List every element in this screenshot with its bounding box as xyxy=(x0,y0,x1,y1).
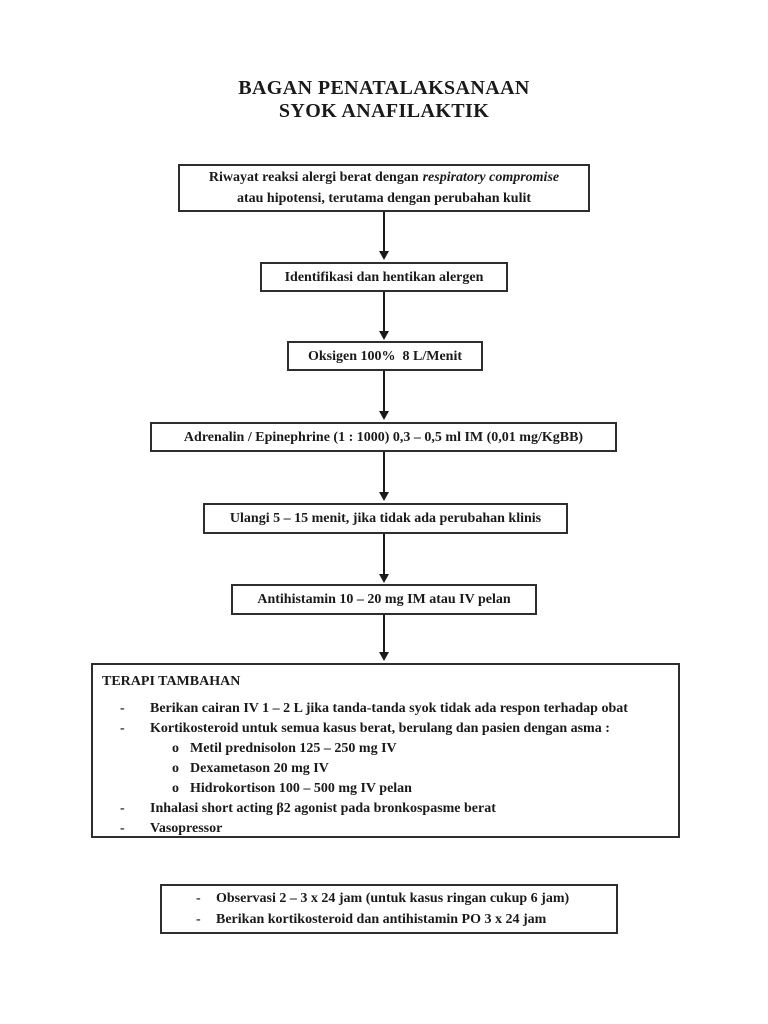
therapy-subitem-methylprednisolone-text: Metil prednisolon 125 – 250 mg IV xyxy=(190,741,397,756)
therapy-item-vasopressor-text: Vasopressor xyxy=(150,821,223,836)
therapy-subitem-dexamethasone: o Dexametason 20 mg IV xyxy=(93,759,678,779)
therapy-subitem-hydrocortisone: o Hidrokortison 100 – 500 mg IV pelan xyxy=(93,779,678,799)
flow-box-antihistamine: Antihistamin 10 – 20 mg IM atau IV pelan xyxy=(231,584,537,615)
therapy-item-vasopressor: - Vasopressor xyxy=(93,819,678,839)
page-title: BAGAN PENATALAKSANAAN SYOK ANAFILAKTIK xyxy=(0,77,768,123)
observation-item-duration: - Observasi 2 – 3 x 24 jam (untuk kasus … xyxy=(162,888,616,909)
flow-arrow-3 xyxy=(379,371,389,420)
therapy-item-corticosteroid-text: Kortikosteroid untuk semua kasus berat, … xyxy=(150,721,610,736)
therapy-item-corticosteroid: - Kortikosteroid untuk semua kasus berat… xyxy=(93,719,678,739)
dash-bullet: - xyxy=(120,821,125,836)
dash-bullet: - xyxy=(196,891,201,906)
additional-therapy-box: TERAPI TAMBAHAN - Berikan cairan IV 1 – … xyxy=(91,663,680,838)
therapy-item-iv-fluids: - Berikan cairan IV 1 – 2 L jika tanda-t… xyxy=(93,699,678,719)
page-title-line2: SYOK ANAFILAKTIK xyxy=(278,100,490,122)
flow-box-history-line2: atau hipotensi, terutama dengan perubaha… xyxy=(236,191,532,206)
flow-box-oxygen: Oksigen 100% 8 L/Menit xyxy=(287,341,483,371)
therapy-item-inhalation: - Inhalasi short acting β2 agonist pada … xyxy=(93,799,678,819)
therapy-item-inhalation-text: Inhalasi short acting β2 agonist pada br… xyxy=(150,801,496,816)
flow-box-oxygen-label: Oksigen 100% 8 L/Menit xyxy=(307,348,462,364)
dash-bullet: - xyxy=(196,912,201,927)
additional-therapy-title: TERAPI TAMBAHAN xyxy=(102,674,241,689)
flow-arrow-1 xyxy=(379,212,389,260)
flow-box-history-text: Riwayat reaksi alergi berat dengan xyxy=(208,170,419,185)
flow-box-identify-allergen-label: Identifikasi dan hentikan alergen xyxy=(284,269,484,285)
flow-box-adrenaline-label: Adrenalin / Epinephrine (1 : 1000) 0,3 –… xyxy=(183,429,584,445)
flow-arrow-6 xyxy=(379,615,389,661)
dash-bullet: - xyxy=(120,801,125,816)
therapy-subitem-methylprednisolone: o Metil prednisolon 125 – 250 mg IV xyxy=(93,739,678,759)
circle-bullet: o xyxy=(172,781,179,796)
flow-box-adrenaline: Adrenalin / Epinephrine (1 : 1000) 0,3 –… xyxy=(150,422,617,452)
flow-box-repeat-label: Ulangi 5 – 15 menit, jika tidak ada peru… xyxy=(229,511,542,526)
observation-item-po-meds: - Berikan kortikosteroid dan antihistami… xyxy=(162,909,616,930)
circle-bullet: o xyxy=(172,761,179,776)
flow-box-antihistamine-label: Antihistamin 10 – 20 mg IM atau IV pelan xyxy=(257,592,511,607)
therapy-subitem-hydrocortisone-text: Hidrokortison 100 – 500 mg IV pelan xyxy=(190,781,412,796)
flow-arrow-2 xyxy=(379,292,389,340)
flow-arrow-4 xyxy=(379,452,389,501)
flow-arrow-5 xyxy=(379,534,389,583)
therapy-subitem-dexamethasone-text: Dexametason 20 mg IV xyxy=(190,761,329,776)
dash-bullet: - xyxy=(120,721,125,736)
page-title-line1: BAGAN PENATALAKSANAAN xyxy=(238,77,530,99)
flow-box-repeat: Ulangi 5 – 15 menit, jika tidak ada peru… xyxy=(203,503,568,534)
therapy-item-iv-fluids-text: Berikan cairan IV 1 – 2 L jika tanda-tan… xyxy=(150,701,628,716)
observation-item-po-meds-text: Berikan kortikosteroid dan antihistamin … xyxy=(216,912,547,927)
flow-box-history-italic-text: respiratory compromise xyxy=(422,170,560,185)
observation-box: - Observasi 2 – 3 x 24 jam (untuk kasus … xyxy=(160,884,618,934)
dash-bullet: - xyxy=(120,701,125,716)
circle-bullet: o xyxy=(172,741,179,756)
flow-box-identify-allergen: Identifikasi dan hentikan alergen xyxy=(260,262,508,292)
observation-item-duration-text: Observasi 2 – 3 x 24 jam (untuk kasus ri… xyxy=(216,891,570,906)
